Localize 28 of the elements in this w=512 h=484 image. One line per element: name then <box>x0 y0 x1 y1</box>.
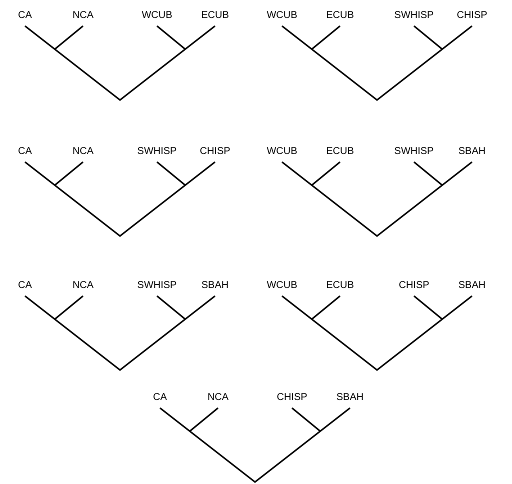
taxon-label: CHISP <box>398 280 430 292</box>
taxon-label: WCUB <box>142 10 172 22</box>
taxon-label: CA <box>153 392 167 404</box>
taxon-label: SWHISP <box>394 146 434 158</box>
taxon-label: SWHISP <box>394 10 434 22</box>
taxon-label: CHISP <box>276 392 308 404</box>
taxon-label: ECUB <box>326 10 354 22</box>
taxon-label: ECUB <box>326 280 354 292</box>
taxon-label: WCUB <box>266 280 298 292</box>
taxon-label: CA <box>18 146 32 158</box>
taxon-label: ECUB <box>326 146 354 158</box>
taxon-label: NCA <box>72 10 94 22</box>
taxon-label: SWHISP <box>137 146 177 158</box>
taxon-label: SBAH <box>201 280 229 292</box>
taxon-label: NCA <box>72 280 94 292</box>
taxon-label: NCA <box>72 146 94 158</box>
taxon-label: WCUB <box>266 10 298 22</box>
taxon-label: ECUB <box>201 10 229 22</box>
taxon-label: CHISP <box>456 10 488 22</box>
taxon-label: CA <box>18 280 32 292</box>
taxon-label: CA <box>18 10 32 22</box>
taxon-label: SBAH <box>458 280 486 292</box>
taxon-label: WCUB <box>266 146 298 158</box>
taxon-label: SBAH <box>458 146 486 158</box>
taxon-label: NCA <box>207 392 229 404</box>
taxon-label: SWHISP <box>137 280 177 292</box>
taxon-label: CHISP <box>200 146 230 158</box>
taxon-label: SBAH <box>336 392 364 404</box>
